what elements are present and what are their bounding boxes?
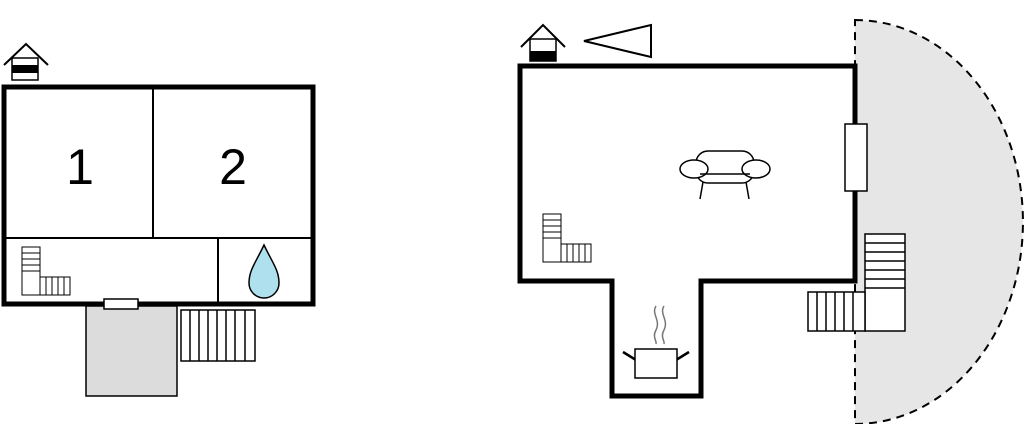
house-icon [3,42,49,81]
room-1-label: 1 [66,139,94,195]
window-icon [844,123,868,192]
water-drop-icon [248,243,280,299]
outside-stairs-icon [807,233,906,332]
left-floor-plan: 1 2 [1,42,316,397]
right-outer-wall [517,63,858,399]
kitchen-pot-icon [622,305,690,379]
sofa-icon [679,150,771,200]
room-2-label: 2 [219,139,247,195]
outside-stairs-icon [180,309,256,362]
stairs-icon [21,246,71,296]
door-step [103,298,139,310]
garden-area [854,18,1024,424]
terrace-area [85,305,178,397]
right-floor-plan [517,18,1024,424]
stairs-icon [542,213,592,263]
house-icon [520,23,566,62]
compass-icon [583,23,652,59]
